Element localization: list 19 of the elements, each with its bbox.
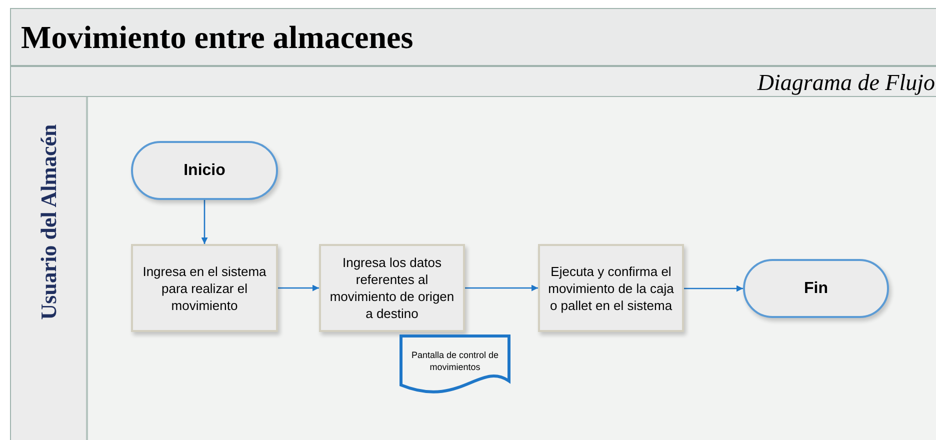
process-box (319, 244, 465, 332)
lane-title: Usuario del Almacén (36, 124, 62, 320)
node-text: Fin (803, 280, 829, 297)
process-box (131, 244, 278, 332)
node-text: Ingresa los datos referentes al movimiento de origen a destino (328, 254, 456, 322)
terminal-shape (131, 141, 278, 200)
subtitle: Diagrama de Flujo (757, 70, 935, 96)
node-text: Ingresa en el sistema para realizar el movimiento (142, 262, 268, 314)
arrow (278, 284, 319, 292)
node-text: Inicio (182, 162, 226, 179)
arrow (201, 200, 208, 244)
node-text: Ejecuta y confirma el movimiento de la caja o pallet en el sistema (547, 262, 675, 314)
diagram-title: Movimiento entre almacenes (21, 19, 414, 56)
swimlane (10, 96, 936, 440)
process-box (538, 244, 684, 332)
arrow (684, 285, 743, 292)
node-text: Pantalla de control de movimientos (410, 349, 500, 373)
arrow (465, 284, 538, 292)
terminal-shape (743, 259, 889, 318)
